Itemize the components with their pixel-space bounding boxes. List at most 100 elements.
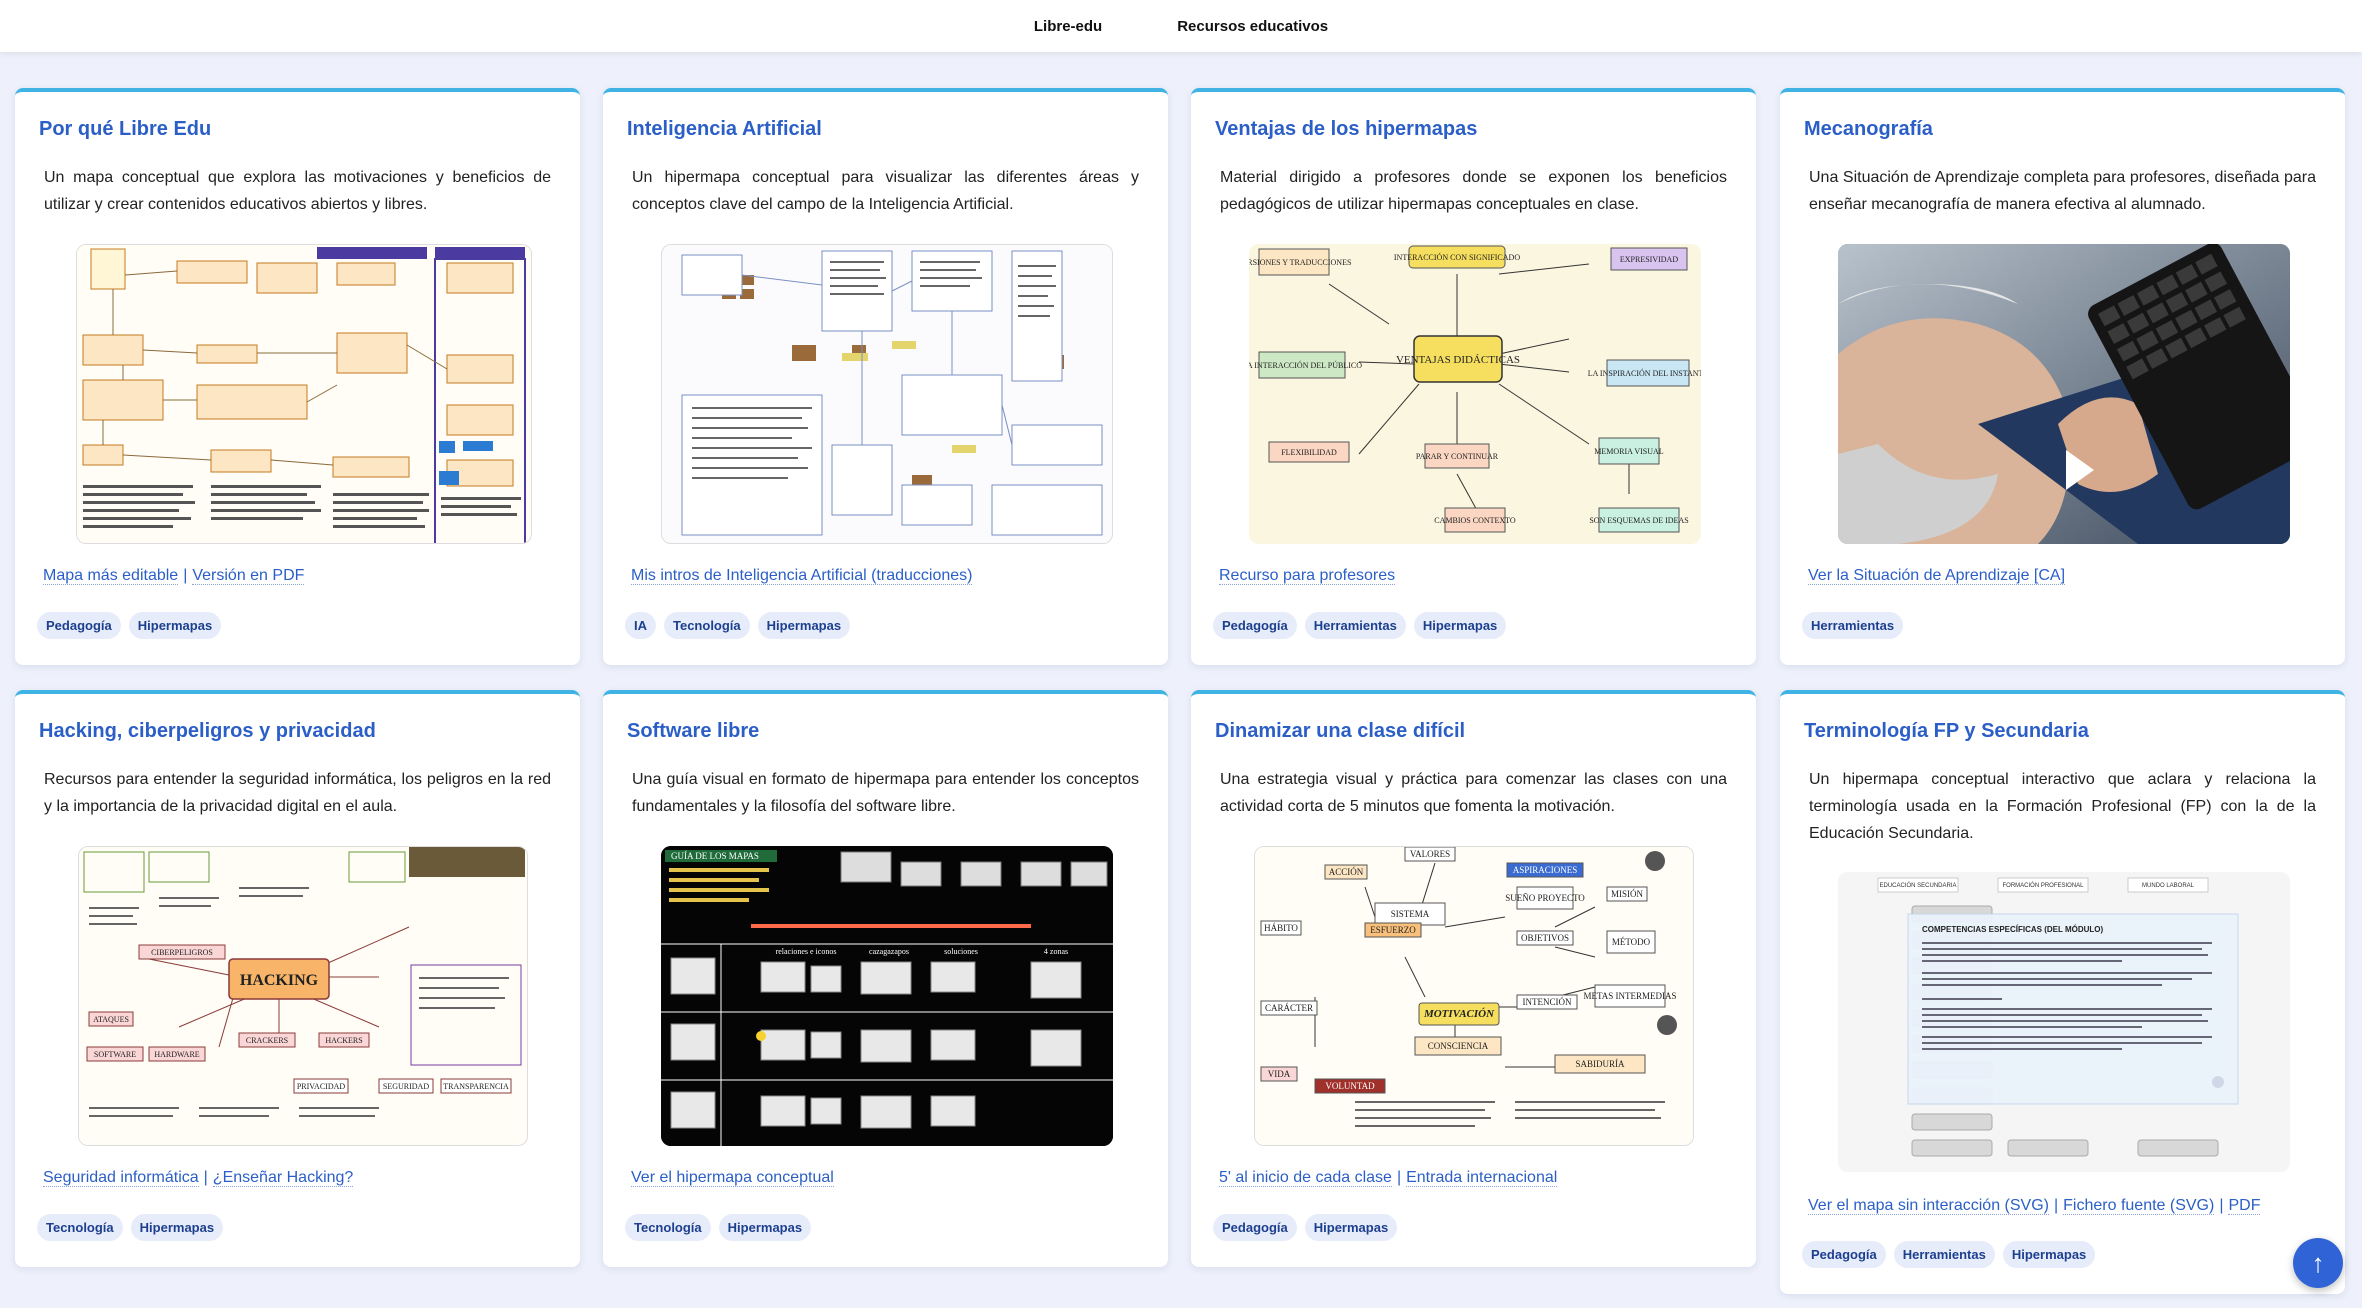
top-nav: Libre-edu Recursos educativos xyxy=(0,0,2362,52)
link-5-inicio-clase[interactable]: 5' al inicio de cada clase xyxy=(1219,1169,1392,1187)
tag[interactable]: Pedagogía xyxy=(1213,1214,1297,1241)
link-mapa-editable[interactable]: Mapa más editable xyxy=(43,567,179,585)
card-image[interactable]: MOTIVACIÓN VALORES ACCIÓN SISTEMA ASPIRA… xyxy=(1254,846,1694,1146)
map-node: CRACKERS xyxy=(246,1036,288,1045)
nav-libre-edu[interactable]: Libre-edu xyxy=(1033,17,1103,35)
card-links: Ver el mapa sin interacción (SVG) |Ficher… xyxy=(1808,1197,2261,1215)
card-image[interactable]: VENTAJAS DIDÁCTICAS VERSIONES Y TRADUCCI… xyxy=(1249,244,1701,544)
map-node: INTENCIÓN xyxy=(1523,997,1572,1007)
card-title[interactable]: Inteligencia Artificial xyxy=(627,118,822,140)
tag[interactable]: Tecnología xyxy=(664,612,750,639)
tag[interactable]: Herramientas xyxy=(1893,1241,1995,1268)
map-node: ACCIÓN xyxy=(1329,867,1364,877)
link-fichero-fuente[interactable]: Fichero fuente (SVG) xyxy=(2063,1197,2215,1215)
tag[interactable]: IA xyxy=(625,612,656,639)
link-seguridad-informatica[interactable]: Seguridad informática xyxy=(43,1169,199,1187)
tag[interactable]: Pedagogía xyxy=(1213,612,1297,639)
card-description: Una Situación de Aprendizaje completa pa… xyxy=(1809,169,2316,213)
tag[interactable]: Hipermapas xyxy=(130,1214,224,1241)
tag[interactable]: Herramientas xyxy=(1304,612,1406,639)
map-node: SISTEMA xyxy=(1391,909,1430,919)
card-title[interactable]: Ventajas de los hipermapas xyxy=(1215,118,1478,140)
map-node: PARAR Y CONTINUAR xyxy=(1416,452,1499,461)
map-node: ESFUERZO xyxy=(1370,925,1416,935)
scroll-top-button[interactable]: ↑ xyxy=(2293,1238,2343,1288)
card-title[interactable]: Dinamizar una clase difícil xyxy=(1215,720,1466,742)
map-node: HÁBITO xyxy=(1264,923,1298,933)
link-separator: | xyxy=(2054,1197,2059,1214)
map-node: OBJETIVOS xyxy=(1521,933,1569,943)
map-node: VIDA xyxy=(1268,1069,1291,1079)
map-node: SABIDURÍA xyxy=(1575,1059,1625,1069)
card-image[interactable]: GUÍA DE LOS MAPAS relaciones e iconos ca… xyxy=(661,846,1113,1146)
card-title[interactable]: Terminología FP y Secundaria xyxy=(1804,720,2089,742)
map-column: MUNDO LABORAL xyxy=(2142,883,2195,889)
map-node: LA INTERACCIÓN DEL PÚBLICO xyxy=(1249,360,1362,370)
link-intros-ia[interactable]: Mis intros de Inteligencia Artificial (t… xyxy=(631,567,973,585)
map-node: FLEXIBILIDAD xyxy=(1281,448,1337,457)
tag[interactable]: Hipermapas xyxy=(718,1214,812,1241)
tag[interactable]: Hipermapas xyxy=(128,612,222,639)
card-description: Una guía visual en formato de hipermapa … xyxy=(632,771,1139,815)
tag[interactable]: Herramientas xyxy=(1802,612,1904,639)
card-dinamizar-clase: Dinamizar una clase difícil Una estrateg… xyxy=(1191,690,1756,1267)
card-image[interactable]: HACKING CIBERPELIGROS PRIVACIDAD ATAQUES… xyxy=(78,846,528,1146)
tag[interactable]: Hipermapas xyxy=(1413,612,1507,639)
link-ensenar-hacking[interactable]: ¿Enseñar Hacking? xyxy=(212,1169,354,1187)
map-guide-title: GUÍA DE LOS MAPAS xyxy=(671,851,759,861)
link-pdf[interactable]: PDF xyxy=(2228,1197,2261,1215)
card-title[interactable]: Por qué Libre Edu xyxy=(39,118,212,140)
tag[interactable]: Hipermapas xyxy=(1304,1214,1398,1241)
tag[interactable]: Hipermapas xyxy=(2002,1241,2096,1268)
map-node: SUEÑO PROYECTO xyxy=(1505,893,1585,903)
column-header: 4 zonas xyxy=(1044,947,1068,956)
map-node: HACKERS xyxy=(325,1036,362,1045)
link-recurso-profesores[interactable]: Recurso para profesores xyxy=(1219,567,1396,585)
video-thumbnail[interactable] xyxy=(1838,244,2290,544)
map-node: SEGURIDAD xyxy=(383,1082,429,1091)
map-center-label: VENTAJAS DIDÁCTICAS xyxy=(1396,354,1520,366)
card-image[interactable] xyxy=(661,244,1113,544)
card-links: Mis intros de Inteligencia Artificial (t… xyxy=(631,567,973,585)
link-separator: | xyxy=(203,1169,208,1186)
tag[interactable]: Tecnología xyxy=(625,1214,711,1241)
tag[interactable]: Hipermapas xyxy=(757,612,851,639)
link-situacion-aprendizaje[interactable]: Ver la Situación de Aprendizaje [CA] xyxy=(1808,567,2066,585)
link-mapa-svg[interactable]: Ver el mapa sin interacción (SVG) xyxy=(1808,1197,2049,1215)
tag[interactable]: Tecnología xyxy=(37,1214,123,1241)
map-column: FORMACIÓN PROFESIONAL xyxy=(2002,882,2084,889)
card-links: Recurso para profesores xyxy=(1219,567,1396,585)
tag-list: Pedagogía Hipermapas xyxy=(37,612,222,639)
map-node: MEMORIA VISUAL xyxy=(1594,447,1664,456)
card-description: Material dirigido a profesores donde se … xyxy=(1220,169,1727,213)
map-node: MÉTODO xyxy=(1612,937,1651,947)
card-ventajas-hipermapas: Ventajas de los hipermapas Material diri… xyxy=(1191,88,1756,665)
map-node: INTERACCIÓN CON SIGNIFICADO xyxy=(1394,252,1520,262)
card-title[interactable]: Hacking, ciberpeligros y privacidad xyxy=(39,720,376,742)
card-mecanografia: Mecanografía Una Situación de Aprendizaj… xyxy=(1780,88,2345,665)
tag-list: Tecnología Hipermapas xyxy=(625,1214,812,1241)
tag[interactable]: Pedagogía xyxy=(37,612,121,639)
card-title[interactable]: Mecanografía xyxy=(1804,118,1933,140)
card-links: Seguridad informática|¿Enseñar Hacking? xyxy=(43,1169,354,1187)
nav-recursos-educativos[interactable]: Recursos educativos xyxy=(1177,17,1329,35)
card-image[interactable]: EDUCACIÓN SECUNDARIA FORMACIÓN PROFESION… xyxy=(1838,872,2290,1172)
card-image[interactable] xyxy=(76,244,532,544)
map-node: VOLUNTAD xyxy=(1325,1081,1375,1091)
card-terminologia-fp: Terminología FP y Secundaria Un hipermap… xyxy=(1780,690,2345,1294)
map-node: CIBERPELIGROS xyxy=(151,948,213,957)
tag-list: Tecnología Hipermapas xyxy=(37,1214,224,1241)
map-node: CAMBIOS CONTEXTO xyxy=(1434,516,1516,525)
map-center-label: HACKING xyxy=(240,972,319,989)
link-separator: | xyxy=(183,567,188,584)
link-version-pdf[interactable]: Versión en PDF xyxy=(192,567,305,585)
tag-list: IA Tecnología Hipermapas xyxy=(625,612,851,639)
link-hipermapa-conceptual[interactable]: Ver el hipermapa conceptual xyxy=(631,1169,834,1187)
card-hacking: Hacking, ciberpeligros y privacidad Recu… xyxy=(15,690,580,1267)
tag-list: Herramientas xyxy=(1802,612,1904,639)
link-entrada-internacional[interactable]: Entrada internacional xyxy=(1406,1169,1558,1187)
tag[interactable]: Pedagogía xyxy=(1802,1241,1886,1268)
popup-title: COMPETENCIAS ESPECÍFICAS (DEL MÓDULO) xyxy=(1922,925,2104,934)
card-title[interactable]: Software libre xyxy=(627,720,760,742)
map-node: HARDWARE xyxy=(154,1050,199,1059)
